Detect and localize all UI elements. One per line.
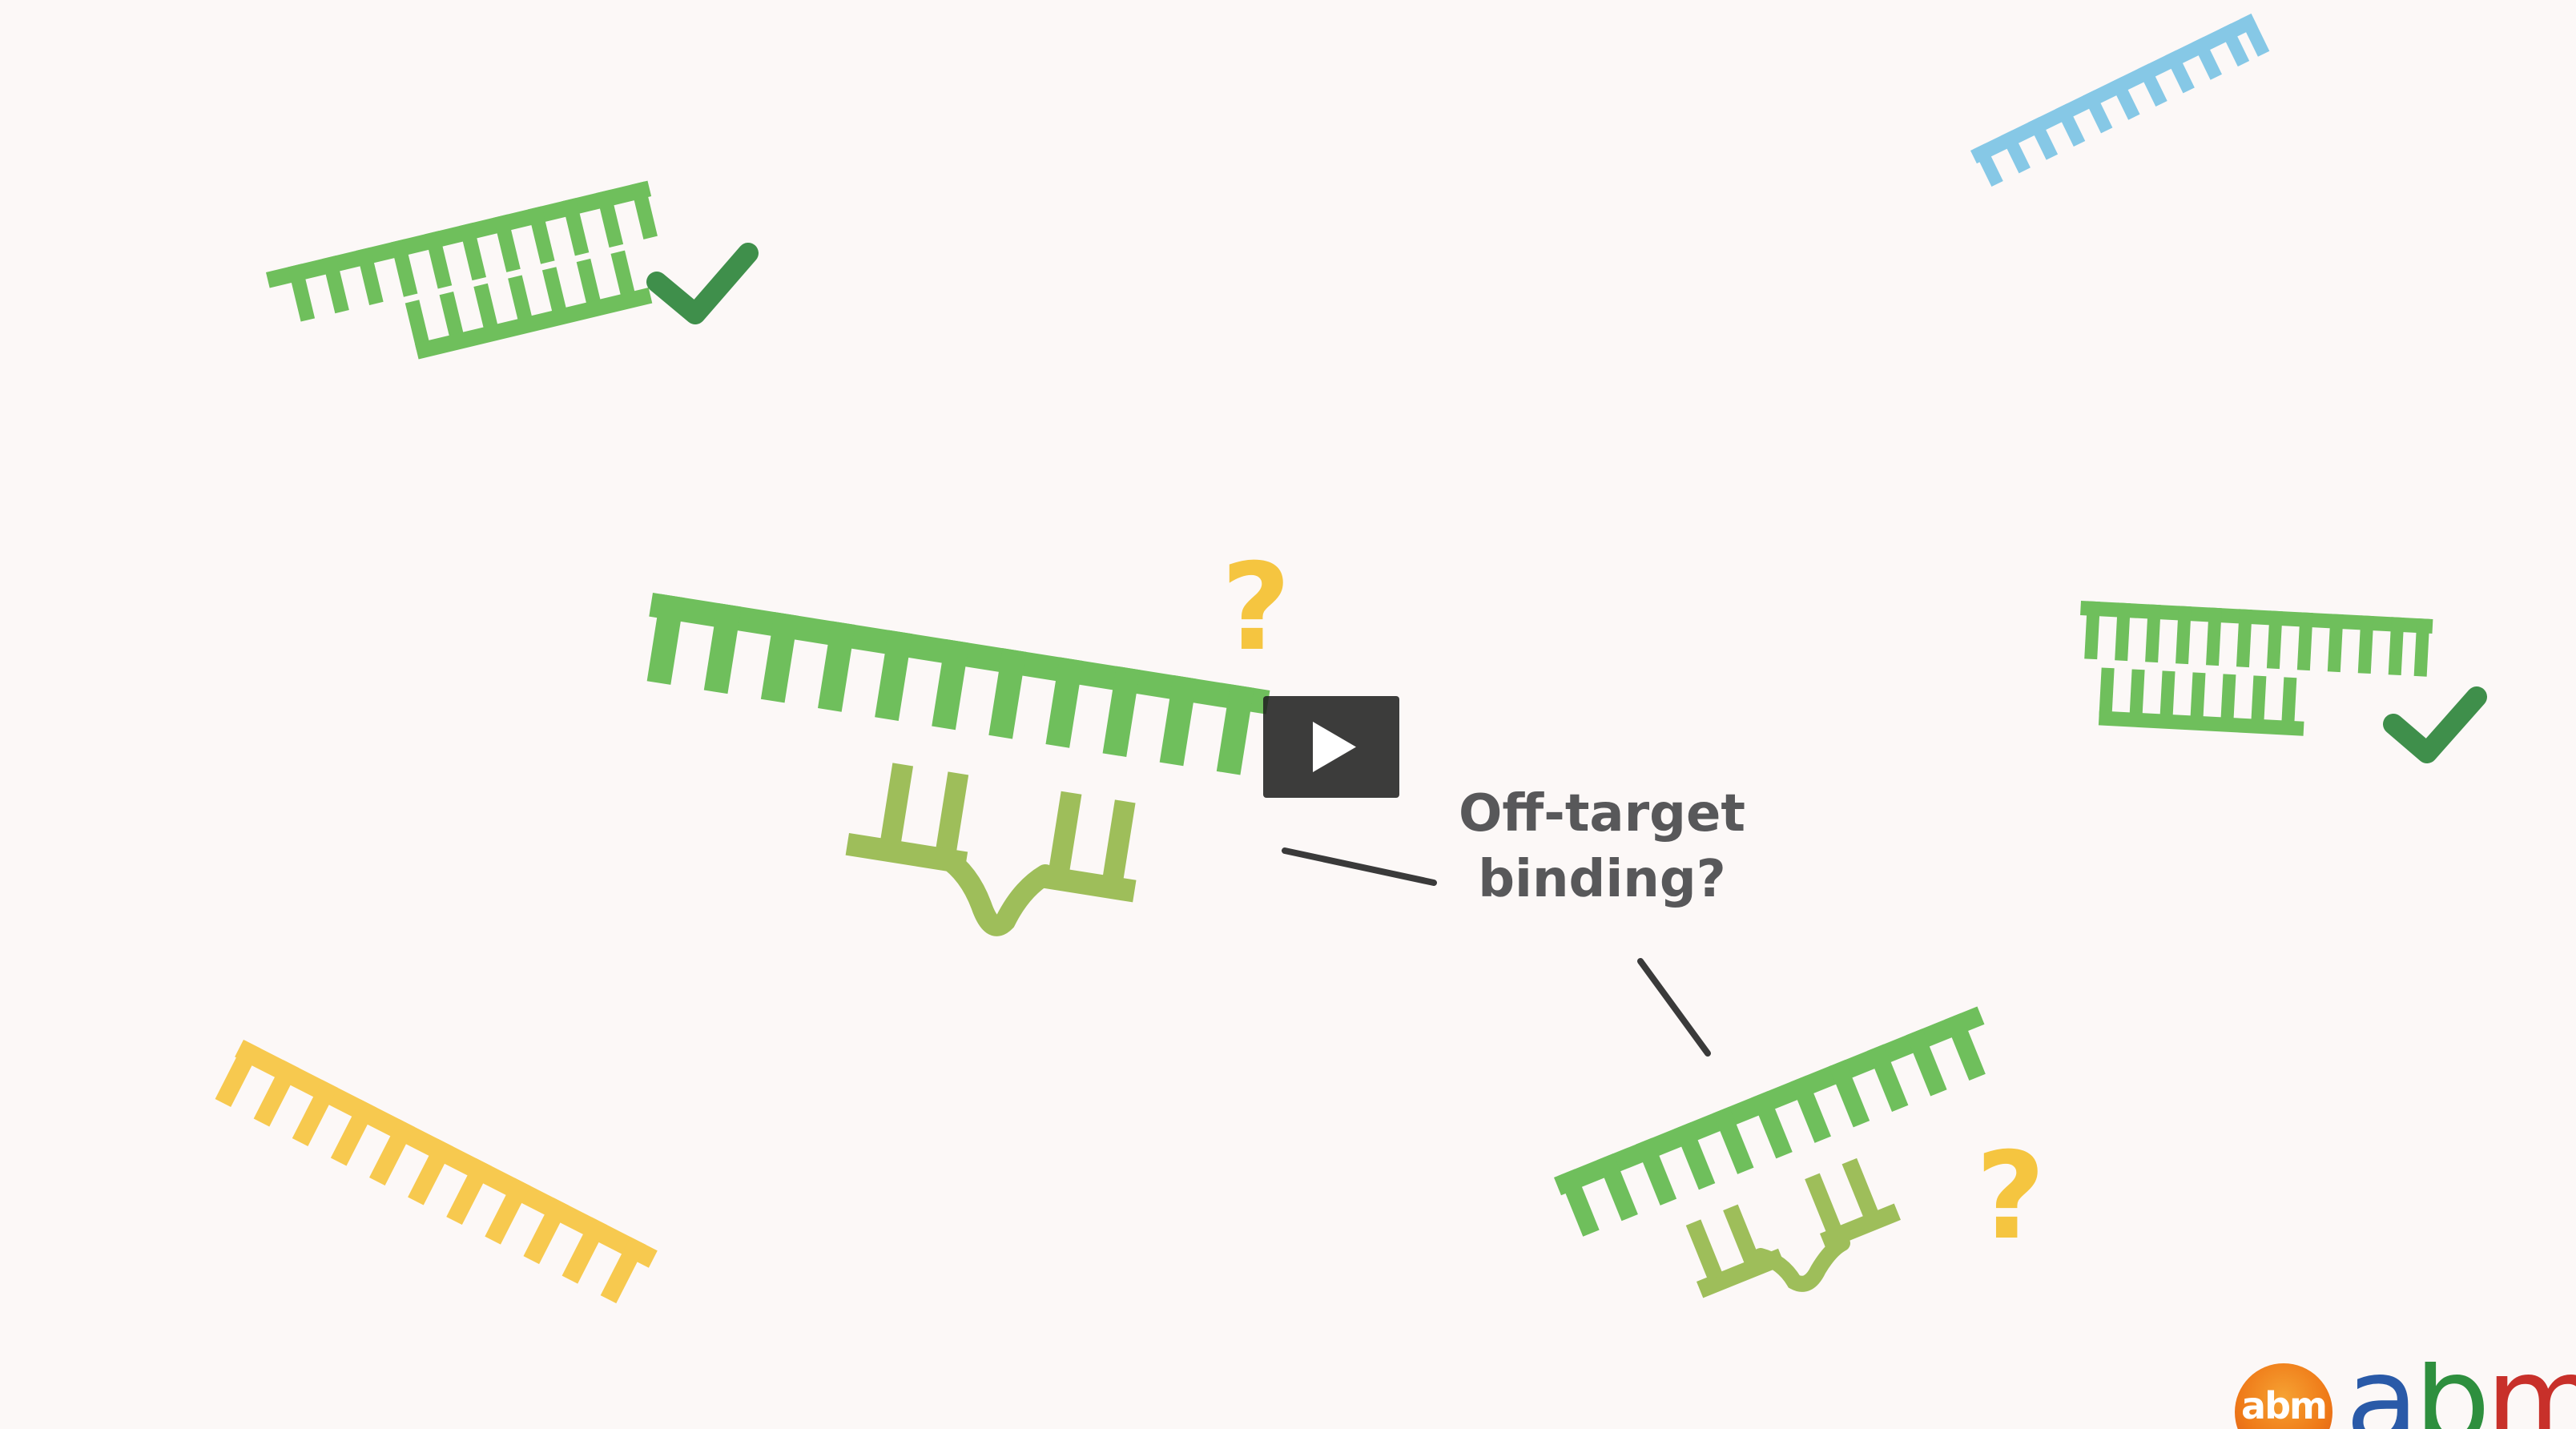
play-icon xyxy=(1313,722,1356,772)
logo-letter-m: m xyxy=(2485,1362,2576,1429)
abm-logo: abm abm xyxy=(2235,1362,2576,1429)
check-mark-icon xyxy=(2383,686,2487,763)
double-strand-right xyxy=(2080,601,2433,736)
logo-badge-text: abm xyxy=(2241,1384,2328,1427)
logo-letter-a: a xyxy=(2345,1362,2419,1429)
double-strand-top-left xyxy=(266,180,658,360)
play-button[interactable] xyxy=(1263,696,1399,798)
single-strand-yellow xyxy=(215,1040,658,1304)
bottom-right-strand xyxy=(1553,1006,1986,1298)
single-strand-blue xyxy=(1970,14,2270,187)
check-mark-icon xyxy=(646,243,759,324)
partial-binding-strand xyxy=(845,763,1137,936)
question-mark-icon: ? xyxy=(1221,538,1290,678)
question-mark-icon: ? xyxy=(1975,1127,2045,1266)
callout-line xyxy=(1282,847,1437,886)
callout-line xyxy=(1637,958,1711,1057)
logo-wordmark: abm xyxy=(2345,1362,2576,1429)
annotation-line-2: binding? xyxy=(1478,850,1726,909)
off-target-annotation: Off-target binding? xyxy=(1434,781,1770,912)
annotation-line-1: Off-target xyxy=(1459,784,1745,843)
logo-letter-b: b xyxy=(2414,1362,2490,1429)
central-strand xyxy=(646,593,1270,936)
